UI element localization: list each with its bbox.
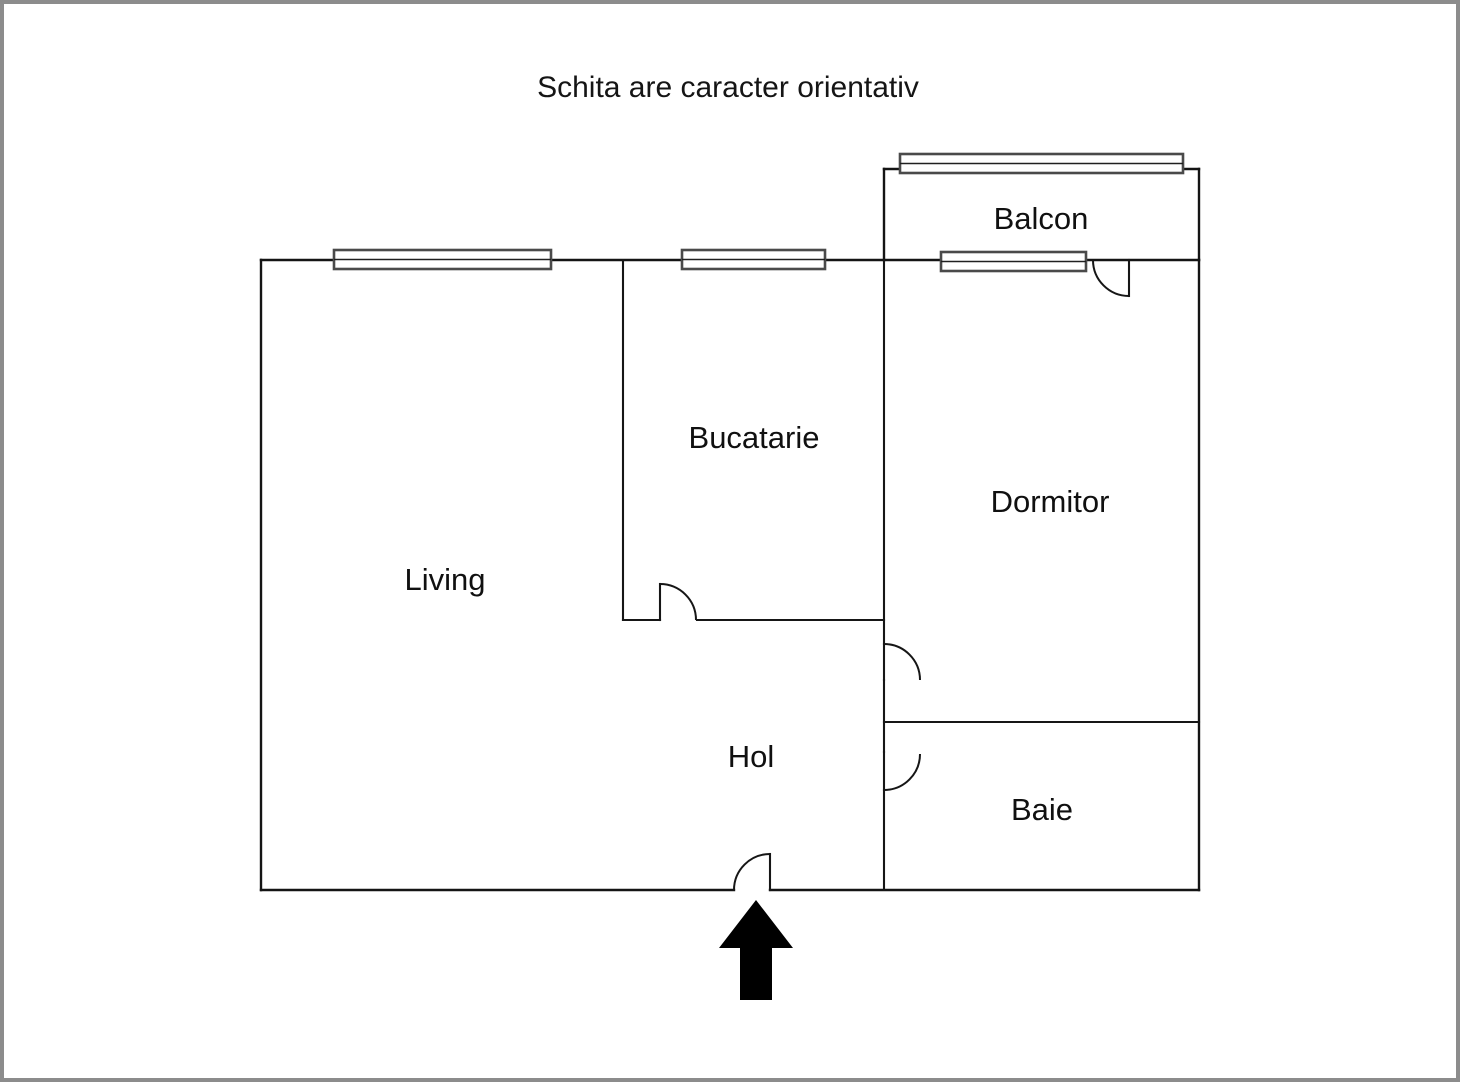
- dormitor-door: [883, 643, 921, 681]
- room-label-bucatarie: Bucatarie: [689, 420, 820, 455]
- living-window: [332, 248, 553, 271]
- balcon-window-inner: [939, 250, 1088, 273]
- bucatarie-window: [680, 248, 827, 271]
- room-label-dormitor: Dormitor: [991, 484, 1110, 519]
- entrance-door: [733, 852, 772, 892]
- room-label-living: Living: [405, 562, 486, 597]
- room-label-balcon: Balcon: [994, 201, 1089, 236]
- room-label-baie: Baie: [1011, 792, 1073, 827]
- balcon-door: [1092, 258, 1131, 298]
- baie-door: [883, 753, 921, 791]
- balcon-window-outer: [898, 152, 1185, 175]
- page-title: Schita are caracter orientativ: [537, 71, 919, 104]
- room-label-hol: Hol: [728, 739, 775, 774]
- bucatarie-door: [659, 583, 697, 621]
- entrance-arrow: [719, 900, 793, 1000]
